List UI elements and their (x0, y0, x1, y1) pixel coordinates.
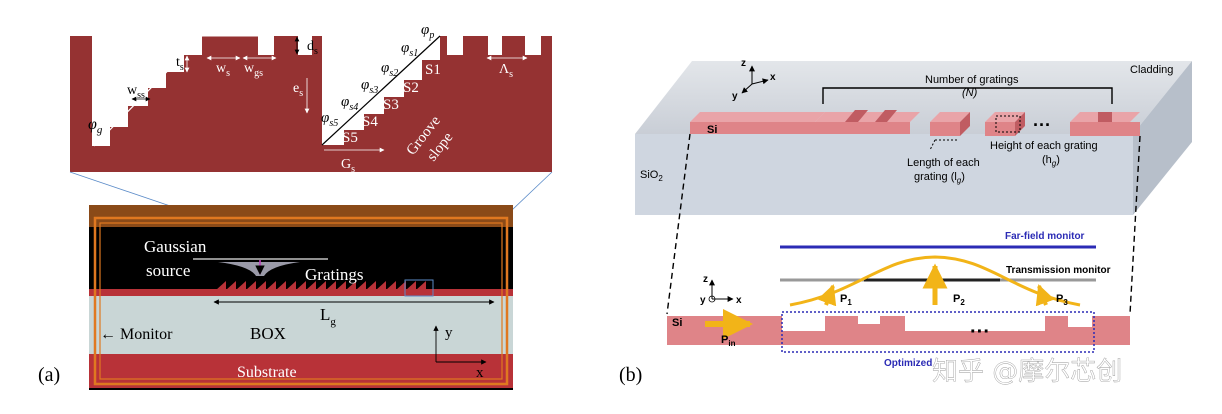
ellipsis-bottom: ··· (970, 321, 990, 343)
si-top-label: Si (707, 124, 717, 136)
d-s-label: ds (307, 39, 318, 57)
axis-x-label: x (476, 365, 484, 381)
gaussian-label-line2: source (146, 261, 190, 280)
monitor-frame-outer (93, 216, 509, 386)
phi-s2-label: φs2 (381, 60, 398, 79)
right-slope-line (321, 35, 441, 146)
panel-a-label: (a) (38, 364, 60, 386)
step-s5-label: S5 (342, 130, 358, 146)
pin-label: Pin (721, 334, 736, 348)
gratings-label: Gratings (305, 265, 364, 284)
p2-label: P2 (953, 293, 965, 307)
w-gs-label: wgs (244, 61, 263, 79)
panel-b-label: (b) (619, 364, 642, 386)
p3-label: P3 (1056, 293, 1068, 307)
slab-front-face (635, 134, 1133, 215)
box-layer (89, 296, 513, 354)
device-3d-view: Number of gratings (N) Cladding Si SiO2 … (635, 58, 1192, 215)
gaussian-label-line1: Gaussian (144, 237, 207, 256)
w-ss-label: wss (127, 83, 145, 101)
waveguide-layer (89, 289, 513, 296)
num-gratings-label-line2: (N) (962, 87, 978, 99)
far-field-label: Far-field monitor (1005, 231, 1085, 242)
monitor-frame-inner (99, 222, 503, 380)
watermark-text: 知乎 @摩尔芯创 (932, 357, 1122, 387)
axis2d-y-label: y (700, 295, 706, 306)
phi-s3-label: φs3 (361, 77, 378, 96)
axis-y-label: y (445, 325, 453, 341)
radiation-curve (789, 255, 1081, 307)
device-2d-view: Far-field monitor Transmission monitor P… (667, 231, 1130, 369)
sio2-label: SiO2 (640, 169, 663, 183)
axis3d-x-label: x (770, 72, 776, 83)
height-label-line2: (hg) (1042, 154, 1060, 168)
monitor-label: ← Monitor (100, 326, 173, 343)
phi-s4-label: φs4 (341, 94, 358, 113)
si-bottom-label: Si (672, 317, 682, 329)
optimized-label: Optimized (884, 358, 932, 369)
lambda-s-label: Λs (499, 62, 513, 80)
grating-zoom-body (70, 36, 552, 172)
zoom-highlight-box (404, 279, 434, 297)
step-s4-label: S4 (362, 114, 378, 130)
grating-teeth (216, 281, 426, 290)
ellipsis-top: ··· (1033, 115, 1051, 135)
step-s2-label: S2 (403, 80, 419, 96)
grating-2d (782, 316, 1130, 345)
e-s-label: es (293, 81, 303, 99)
axis3d-z-label: z (741, 58, 746, 69)
w-s-label: ws (216, 61, 230, 79)
step-s1-label: S1 (425, 62, 441, 78)
num-gratings-bracket (822, 87, 1113, 104)
substrate-layer (89, 354, 513, 388)
height-label-line1: Height of each grating (990, 140, 1098, 152)
left-slope-line (93, 35, 203, 147)
transmission-label: Transmission monitor (1006, 265, 1111, 276)
phi-s5-label: φs5 (321, 110, 338, 129)
lg-label: Lg (320, 305, 336, 328)
phi-g-label: φg (88, 116, 103, 136)
length-label-line2: grating (lg) (914, 171, 965, 185)
zoom-inset: φg wss ts ws wgs ds es Gs Λs φp φs1 φs2 … (70, 22, 552, 175)
p1-label: P1 (840, 293, 852, 307)
g-s-label: Gs (341, 157, 355, 175)
phi-s1-label: φs1 (401, 40, 418, 59)
substrate-label: Substrate (237, 364, 297, 381)
box-label: BOX (250, 324, 286, 343)
simulation-domain: Gaussian source Gratings Lg BOX ← Monito… (89, 205, 513, 390)
axis2d-x-label: x (736, 295, 742, 306)
slab-side-face (1133, 61, 1192, 215)
axis3d-y-label: y (732, 91, 738, 102)
optimized-region (781, 311, 1095, 353)
step-s3-label: S3 (383, 97, 399, 113)
phi-p-label: φp (421, 22, 434, 41)
cladding-label: Cladding (1130, 64, 1173, 76)
length-label-line1: Length of each (907, 157, 980, 169)
t-s-label: ts (176, 55, 184, 73)
num-gratings-label-line1: Number of gratings (925, 74, 1019, 86)
axis2d-z-label: z (703, 274, 708, 285)
